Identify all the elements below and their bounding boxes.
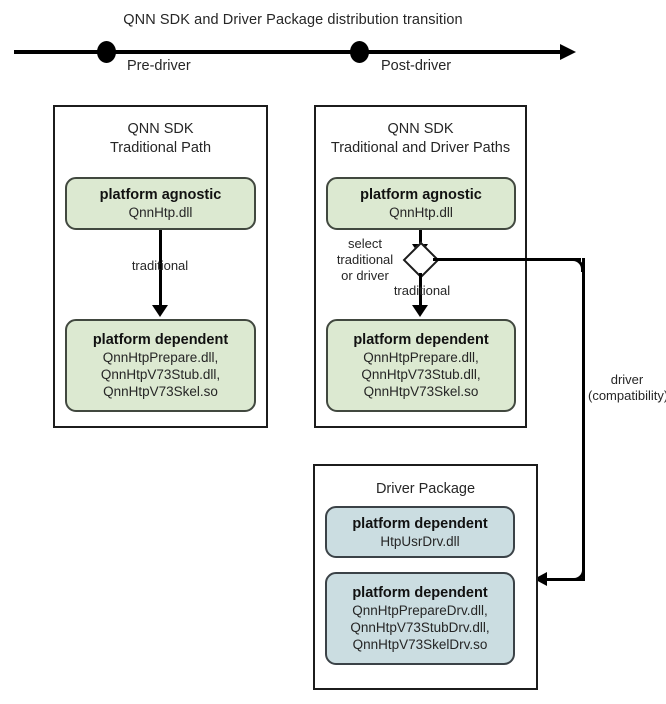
- edge-agnostic-to-decision-line: [419, 230, 422, 248]
- timeline-label-post-driver: Post-driver: [381, 58, 452, 74]
- node-driver-platform-dependent: platform dependent QnnHtpPrepareDrv.dll,…: [325, 572, 515, 665]
- arrow-down-icon: [412, 305, 428, 317]
- panel-title-both: QNN SDK Traditional and Driver Paths: [330, 121, 511, 156]
- edge-label-traditional-both: traditional: [393, 283, 451, 298]
- edge-decision-to-dependent-line: [419, 273, 422, 306]
- node-both-platform-agnostic: platform agnostic QnnHtp.dll: [326, 177, 516, 230]
- node-title: platform agnostic: [360, 187, 482, 203]
- node-title: platform dependent: [352, 585, 488, 601]
- edge-label-traditional: traditional: [131, 258, 189, 273]
- timeline-marker-dot-post: [350, 41, 369, 63]
- timeline-axis: [14, 50, 566, 54]
- node-subtitle: QnnHtpPrepare.dll, QnnHtpV73Stub.dll, Qn…: [100, 350, 221, 399]
- node-subtitle: QnnHtp.dll: [389, 205, 453, 220]
- arrow-down-icon: [152, 305, 168, 317]
- panel-title-driver-package: Driver Package: [375, 481, 476, 497]
- edge-label-decision: select traditional or driver: [336, 236, 394, 283]
- node-driver-platform-dependent-usr: platform dependent HtpUsrDrv.dll: [325, 506, 515, 558]
- panel-title-traditional: QNN SDK Traditional Path: [109, 121, 212, 156]
- node-title: platform dependent: [92, 332, 229, 348]
- node-traditional-platform-agnostic: platform agnostic QnnHtp.dll: [65, 177, 256, 230]
- node-traditional-platform-dependent: platform dependent QnnHtpPrepare.dll, Qn…: [65, 319, 256, 412]
- edge-driver-horizontal-bottom: [545, 578, 585, 581]
- page-title: QNN SDK and Driver Package distribution …: [123, 12, 463, 28]
- node-subtitle: HtpUsrDrv.dll: [380, 533, 460, 549]
- node-subtitle: QnnHtpPrepare.dll, QnnHtpV73Stub.dll, Qn…: [361, 350, 481, 399]
- edge-driver-horizontal-top: [433, 258, 581, 261]
- node-both-platform-dependent: platform dependent QnnHtpPrepare.dll, Qn…: [326, 319, 516, 412]
- node-title: platform dependent: [353, 332, 489, 348]
- edge-driver-vertical: [582, 258, 585, 580]
- edge-traditional-line: [159, 230, 162, 306]
- edge-label-driver-compatibility: driver (compatibility): [588, 372, 666, 403]
- node-subtitle: QnnHtp.dll: [128, 205, 193, 220]
- timeline-label-pre-driver: Pre-driver: [127, 58, 191, 74]
- timeline-marker-dot-pre: [97, 41, 116, 63]
- node-title: platform dependent: [352, 515, 488, 532]
- node-title: platform agnostic: [99, 187, 222, 203]
- timeline-arrow-icon: [560, 44, 576, 60]
- node-subtitle: QnnHtpPrepareDrv.dll, QnnHtpV73StubDrv.d…: [350, 603, 490, 652]
